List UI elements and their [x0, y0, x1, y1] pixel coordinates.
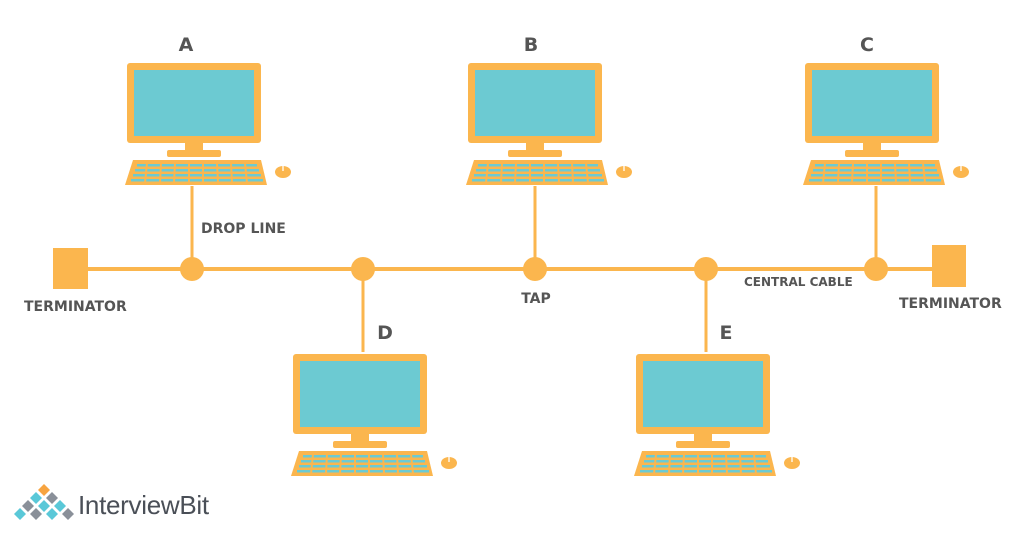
computer-label-c: C — [860, 34, 874, 56]
interviewbit-logo-icon — [14, 484, 74, 520]
computer-c-icon — [802, 62, 970, 186]
terminator-left-label: TERMINATOR — [24, 299, 127, 315]
terminator-right-label: TERMINATOR — [899, 296, 1002, 312]
terminator-left — [53, 248, 88, 289]
tap-e — [694, 257, 718, 281]
terminator-right — [932, 245, 966, 287]
computer-e-icon — [633, 353, 801, 477]
central-cable-label: CENTRAL CABLE — [744, 275, 853, 289]
computer-a-icon — [124, 62, 292, 186]
tap-c — [864, 257, 888, 281]
interviewbit-logo-text: InterviewBit — [78, 490, 209, 520]
computer-label-e: E — [720, 322, 733, 344]
tap-label: TAP — [521, 291, 551, 307]
tap-d — [351, 257, 375, 281]
computer-b-icon — [465, 62, 633, 186]
tap-a — [180, 257, 204, 281]
tap-b — [523, 257, 547, 281]
computer-d-icon — [290, 353, 458, 477]
computer-label-b: B — [524, 34, 538, 56]
computer-label-a: A — [179, 34, 194, 56]
computer-label-d: D — [377, 322, 393, 344]
drop-line-label: DROP LINE — [201, 221, 286, 237]
